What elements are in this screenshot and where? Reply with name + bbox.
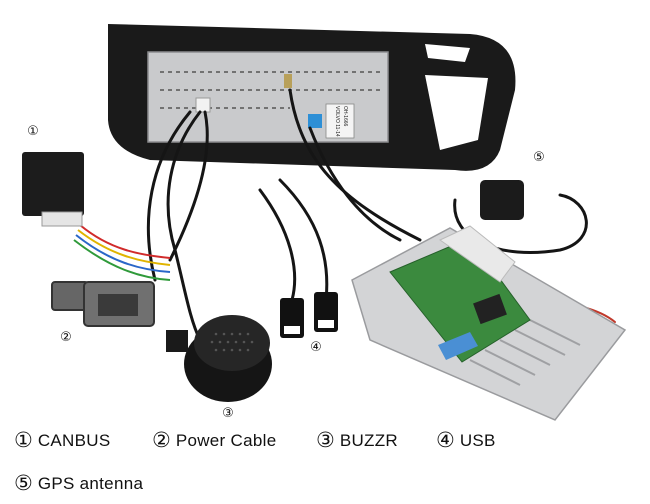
photo-label-2: ② (60, 330, 72, 345)
buzzer-bracket (166, 330, 188, 352)
colored-harness (73, 224, 171, 281)
photo-label-4: ④ (310, 340, 322, 355)
gps-antenna (480, 180, 524, 220)
power-plug-left (51, 281, 89, 311)
device-sticker-bg (325, 103, 355, 139)
legend-item-power-cable: ② Power Cable (152, 430, 276, 451)
cables (146, 88, 616, 342)
pcb-chip (473, 293, 507, 325)
legend-label-usb: USB (459, 430, 496, 450)
blue-ribbon (438, 332, 478, 360)
legend-label-power-cable: Power Cable (175, 430, 277, 450)
usb-port-left (284, 326, 300, 334)
photo-label-5: ⑤ (533, 150, 545, 165)
legend-num-5: ⑤ (14, 471, 33, 495)
product-photo: VOLVO 11-14 OH-1666 (22, 24, 627, 421)
photo-label-3: ③ (222, 406, 234, 421)
buzzer-holes (210, 332, 254, 352)
legend-item-usb: ④ USB (436, 430, 496, 451)
chassis-vents (160, 71, 380, 109)
canbus-connector (41, 211, 83, 227)
usb-port-right (318, 320, 334, 328)
legend-item-gps-antenna: ⑤ GPS antenna (14, 473, 143, 494)
device-sticker-line2: OH-1666 (342, 106, 348, 127)
device-sticker-line1: VOLVO 11-14 (334, 106, 340, 137)
power-plug-inner (98, 294, 138, 316)
legend-num-1: ① (14, 428, 33, 452)
legend: ① CANBUS ② Power Cable ③ BUZZR ④ USB ⑤ G… (0, 428, 650, 504)
buzzer-face (194, 315, 270, 371)
legend-item-buzzr: ③ BUZZR (316, 430, 398, 451)
legend-item-canbus: ① CANBUS (14, 430, 110, 451)
pcb-board (389, 237, 531, 363)
legend-label-canbus: CANBUS (37, 430, 111, 450)
plate-slots (469, 319, 581, 386)
legend-num-2: ② (152, 428, 171, 452)
antenna-jack (284, 74, 292, 88)
legend-label-buzzr: BUZZR (339, 430, 398, 450)
legend-label-gps-antenna: GPS antenna (37, 473, 144, 493)
frame-opening-side (425, 75, 488, 150)
legend-num-4: ④ (436, 428, 455, 452)
blue-usb-connector (308, 114, 322, 128)
legend-num-3: ③ (316, 428, 335, 452)
frame-opening-top (425, 44, 470, 62)
canbus-box (22, 152, 84, 216)
white-connector (195, 97, 211, 113)
ribbon-cable (439, 225, 516, 283)
photo-label-1: ① (27, 124, 39, 139)
